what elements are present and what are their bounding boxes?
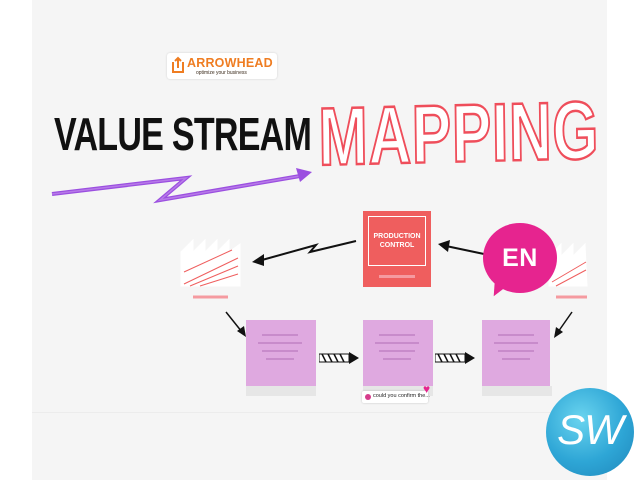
- logo-name: ARROWHEAD: [187, 56, 273, 70]
- push-arrow-icon: [435, 352, 475, 364]
- heart-icon[interactable]: ♥: [423, 382, 431, 396]
- arrowhead-logo[interactable]: ARROWHEAD optimize your business: [167, 53, 277, 79]
- process-line: [258, 342, 302, 344]
- process-line: [262, 350, 298, 352]
- sw-badge[interactable]: SW: [546, 388, 634, 476]
- process-line: [379, 350, 415, 352]
- logo-tagline: optimize your business: [196, 70, 247, 76]
- process-line: [494, 342, 538, 344]
- process-line: [502, 358, 530, 360]
- process-line: [266, 358, 294, 360]
- process-box-2[interactable]: [363, 320, 433, 396]
- process-line: [375, 342, 419, 344]
- process-box-3[interactable]: [482, 320, 552, 396]
- production-control-box[interactable]: PRODUCTION CONTROL: [363, 211, 431, 287]
- process-line: [379, 334, 415, 336]
- production-control-frame: PRODUCTION CONTROL: [368, 216, 426, 266]
- title-mapping: MAPPING: [317, 84, 601, 184]
- language-bubble[interactable]: EN: [483, 223, 557, 293]
- process-box-1[interactable]: [246, 320, 316, 396]
- panel-divider: [32, 412, 607, 413]
- push-arrow-icon: [319, 352, 359, 364]
- comment-chip[interactable]: could you confirm the...: [362, 391, 430, 403]
- sw-badge-label: SW: [557, 406, 624, 453]
- process-data-box: [482, 386, 552, 396]
- language-label: EN: [502, 243, 538, 272]
- production-control-label: PRODUCTION CONTROL: [373, 233, 421, 249]
- comment-text: could you confirm the...: [373, 393, 430, 399]
- comment-icon: [365, 394, 371, 400]
- process-line: [262, 334, 298, 336]
- process-data-box: [246, 386, 316, 396]
- title-value-stream: VALUE STREAM: [54, 108, 312, 160]
- production-control-line: [379, 275, 415, 278]
- arrow-logo-icon: [172, 56, 184, 73]
- process-line: [498, 350, 534, 352]
- process-line: [498, 334, 534, 336]
- process-line: [383, 358, 411, 360]
